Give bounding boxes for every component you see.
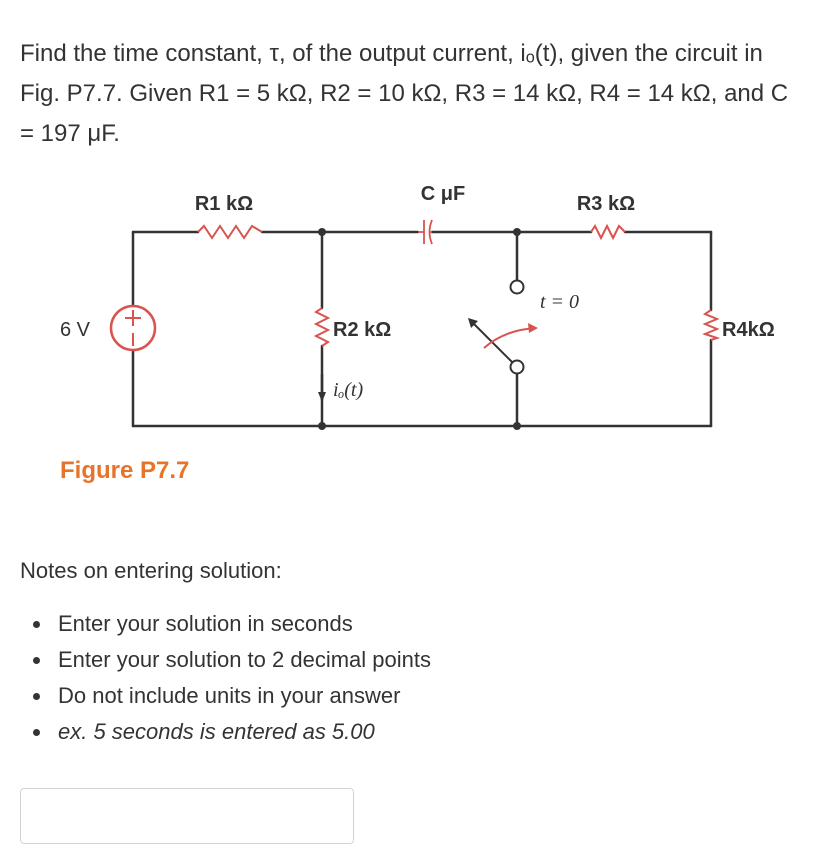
circuit-wires xyxy=(131,230,713,428)
switch-symbol xyxy=(468,279,538,375)
r3-resistor xyxy=(590,223,626,241)
circuit-figure: R1 kΩ C μF R3 kΩ 6 V R2 kΩ R4kΩ t = 0 iₒ… xyxy=(0,170,814,500)
question-text: Find the time constant, τ, of the output… xyxy=(20,40,789,147)
capacitor-label: C μF xyxy=(421,183,465,205)
list-item: Do not include units in your answer xyxy=(20,678,431,714)
figure-caption: Figure P7.7 xyxy=(60,457,189,484)
answer-input[interactable] xyxy=(20,788,354,844)
r2-label: R2 kΩ xyxy=(333,319,391,341)
junction-dots xyxy=(318,228,521,430)
list-item: ex. 5 seconds is entered as 5.00 xyxy=(20,714,431,750)
r4-label: R4kΩ xyxy=(722,319,775,341)
r1-label: R1 kΩ xyxy=(195,193,253,215)
voltage-source-symbol xyxy=(109,304,157,352)
r3-label: R3 kΩ xyxy=(577,193,635,215)
list-item: Enter your solution in seconds xyxy=(20,606,431,642)
list-item: Enter your solution to 2 decimal points xyxy=(20,642,431,678)
notes-list: Enter your solution in seconds Enter you… xyxy=(20,606,431,750)
current-label: iₒ(t) xyxy=(333,379,363,401)
r1-resistor xyxy=(197,224,263,240)
notes-title: Notes on entering solution: xyxy=(20,558,282,583)
r4-resistor xyxy=(702,309,721,341)
current-arrow xyxy=(318,374,326,402)
switch-time-label: t = 0 xyxy=(540,291,579,313)
r2-resistor xyxy=(313,307,331,347)
capacitor-symbol xyxy=(418,219,433,245)
source-label: 6 V xyxy=(60,319,91,341)
